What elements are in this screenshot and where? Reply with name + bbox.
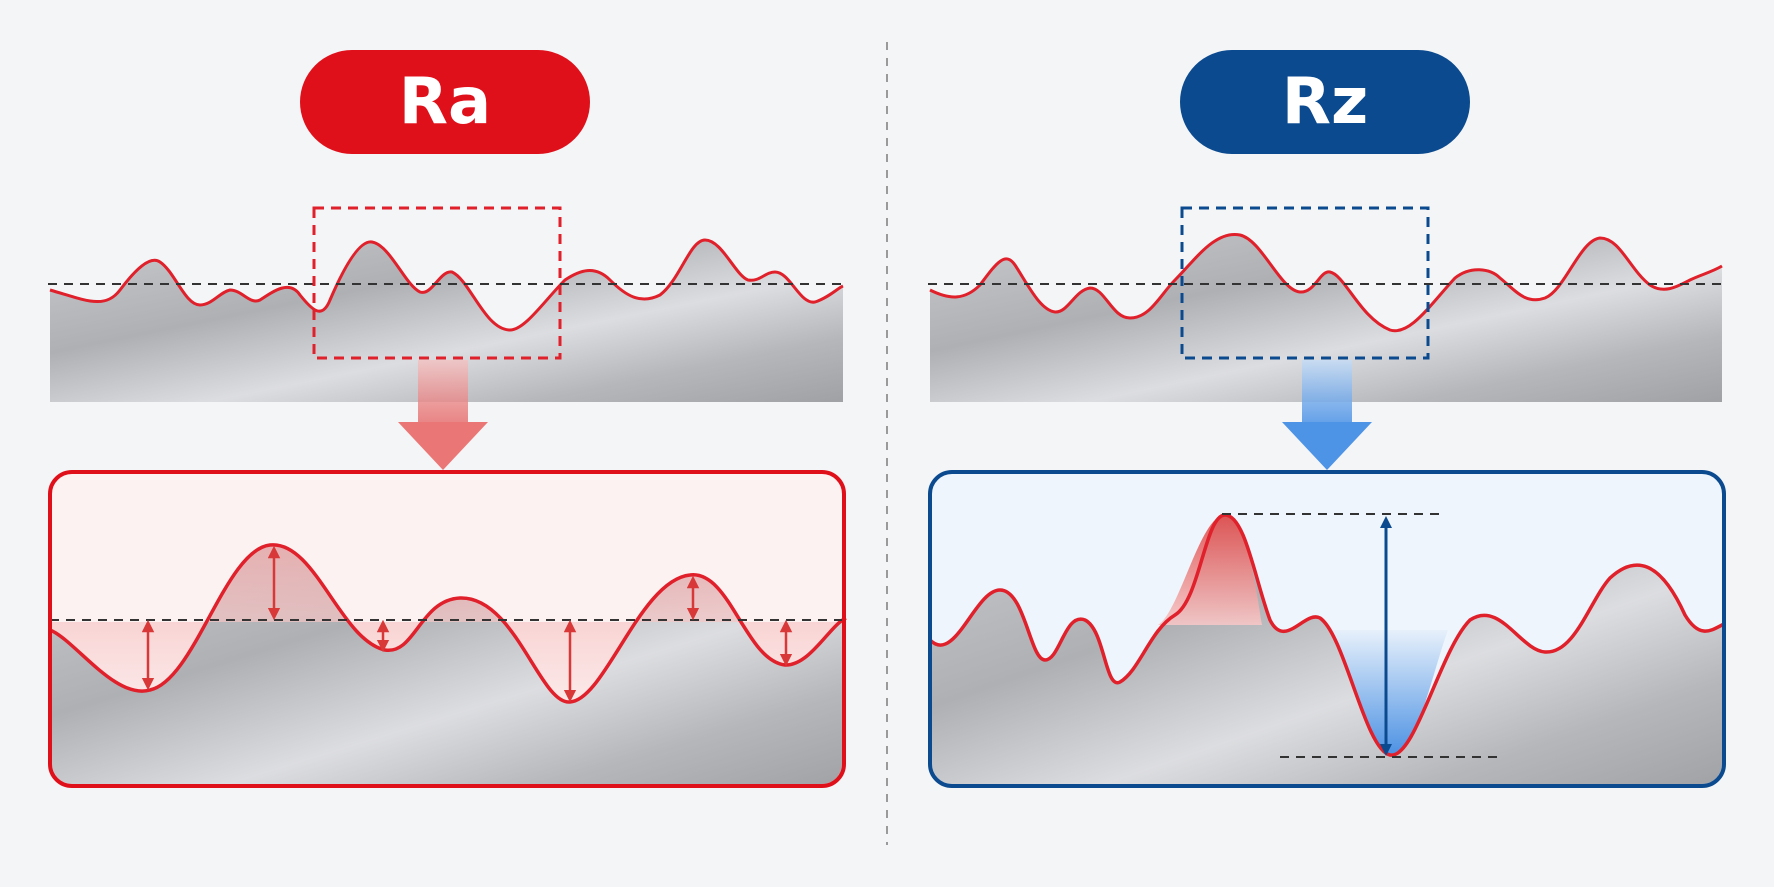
ra-sample-window xyxy=(312,206,562,360)
rz-zoom-profile-line xyxy=(928,513,1725,757)
rz-surface-line xyxy=(929,233,1723,333)
rz-surface-block xyxy=(930,234,1722,402)
ra-zoom-arrow xyxy=(398,360,488,470)
ra-surface-line xyxy=(49,238,844,332)
ra-deviation-arrows xyxy=(141,545,793,703)
ra-zoom-profile-line xyxy=(49,543,847,704)
ra-zoom-panel xyxy=(48,470,847,788)
ra-surface-block xyxy=(50,240,843,402)
rz-peak-highlight xyxy=(1158,515,1262,625)
ra-surface-profile xyxy=(48,206,846,402)
rz-zoom-arrow xyxy=(1282,360,1372,470)
rz-label-pill: Rz xyxy=(1180,50,1470,154)
rz-sample-window xyxy=(1180,206,1430,360)
rz-surface-profile xyxy=(928,206,1726,402)
rz-zoom-panel xyxy=(928,470,1726,788)
ra-label-pill: Ra xyxy=(300,50,590,154)
